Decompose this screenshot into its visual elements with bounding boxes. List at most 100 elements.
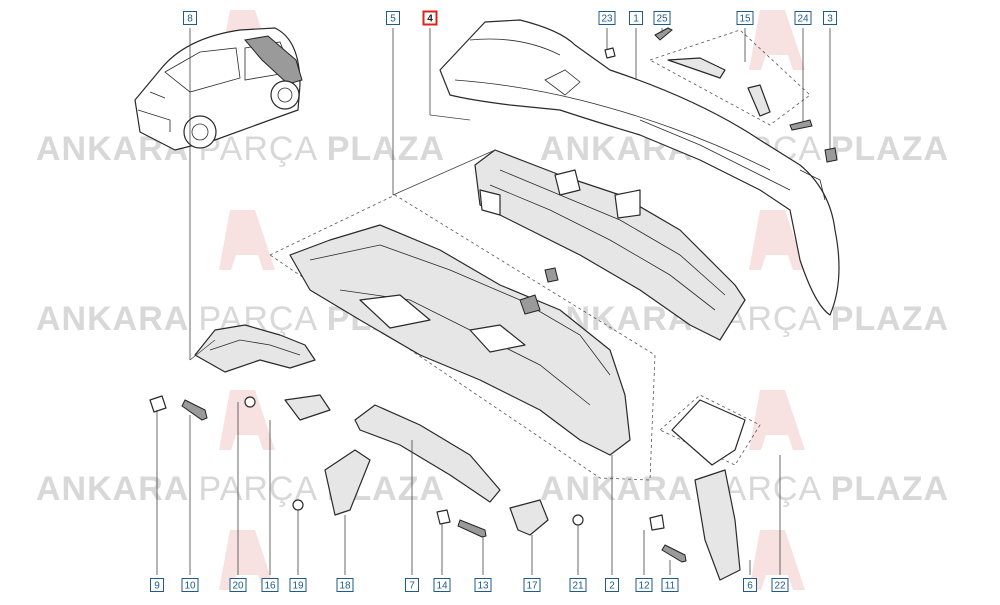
callout-23: 23 bbox=[598, 11, 616, 25]
rear-bumper-upper bbox=[439, 19, 840, 316]
callout-number: 24 bbox=[797, 14, 809, 25]
callout-number: 19 bbox=[292, 581, 304, 592]
callout-box bbox=[336, 578, 354, 592]
rear-diffuser bbox=[289, 224, 631, 456]
callout-number: 9 bbox=[154, 581, 160, 592]
callout-24: 24 bbox=[794, 11, 812, 25]
vehicle-illustration bbox=[134, 27, 303, 151]
callout-box bbox=[474, 578, 492, 592]
callout-box bbox=[653, 11, 671, 25]
callout-box bbox=[736, 11, 754, 25]
watermark-text: ANKARA PARÇA PLAZA bbox=[540, 470, 949, 508]
impact-bracket bbox=[474, 149, 746, 341]
callout-number: 15 bbox=[739, 14, 751, 25]
callout-number: 10 bbox=[184, 581, 196, 592]
callout-20: 20 bbox=[229, 578, 247, 592]
callout-box bbox=[794, 11, 812, 25]
callout-8: 8 bbox=[183, 11, 197, 25]
callout-6: 6 bbox=[743, 578, 757, 592]
callout-16: 16 bbox=[261, 578, 279, 592]
callout-13: 13 bbox=[474, 578, 492, 592]
nut-part-19 bbox=[292, 499, 304, 511]
callout-box bbox=[261, 578, 279, 592]
callout-number: 12 bbox=[638, 581, 650, 592]
callout-box bbox=[629, 11, 643, 25]
callout-number: 2 bbox=[609, 581, 615, 592]
clip-part-14 bbox=[436, 509, 451, 525]
callout-25: 25 bbox=[653, 11, 671, 25]
bracket-part-17 bbox=[509, 499, 549, 536]
trim-part-15 bbox=[667, 57, 726, 79]
callout-2: 2 bbox=[605, 578, 619, 592]
callout-7: 7 bbox=[405, 578, 419, 592]
callout-box bbox=[523, 578, 541, 592]
bracket-part-16 bbox=[284, 394, 331, 421]
callout-number: 23 bbox=[601, 14, 613, 25]
callout-number: 5 bbox=[390, 14, 396, 25]
side-bracket-left bbox=[194, 324, 316, 373]
bracket-part-18 bbox=[324, 449, 371, 516]
callout-number: 13 bbox=[477, 581, 489, 592]
leader-lines bbox=[156, 28, 831, 575]
callout-box bbox=[405, 578, 419, 592]
watermark-text: ANKARA PARÇA PLAZA bbox=[540, 300, 949, 338]
callout-1: 1 bbox=[629, 11, 643, 25]
callout-21: 21 bbox=[569, 578, 587, 592]
screw-part-10 bbox=[181, 399, 208, 421]
callout-number: 1 bbox=[633, 14, 639, 25]
callout-14: 14 bbox=[433, 578, 451, 592]
screw-part-13 bbox=[457, 519, 487, 538]
callout-box bbox=[183, 11, 197, 25]
fasteners bbox=[149, 27, 838, 581]
callout-layer: 8 5 4 23 1 25 15 24 3 9 10 20 16 19 18 7 14 13 17 21 2 12 11 6 2… bbox=[150, 10, 837, 592]
callout-box bbox=[743, 578, 757, 592]
callout-11: 11 bbox=[661, 578, 679, 592]
screw-part-25 bbox=[654, 27, 673, 41]
callout-box bbox=[433, 578, 451, 592]
callout-number: 7 bbox=[409, 581, 415, 592]
watermark-text: ANKARA PARÇA PLAZA bbox=[36, 470, 445, 508]
callout-number: 21 bbox=[572, 581, 584, 592]
washer-part-20 bbox=[244, 396, 256, 408]
callout-box bbox=[181, 578, 199, 592]
screw-part-11 bbox=[661, 544, 687, 563]
callout-box bbox=[771, 578, 789, 592]
screw-part-24 bbox=[789, 119, 813, 131]
trim-part-15b bbox=[747, 84, 771, 117]
callout-9: 9 bbox=[150, 578, 164, 592]
callout-box bbox=[289, 578, 307, 592]
callout-number: 17 bbox=[526, 581, 538, 592]
clip-part-3 bbox=[824, 147, 838, 163]
callout-number: 25 bbox=[656, 14, 668, 25]
callout-18: 18 bbox=[336, 578, 354, 592]
callout-number: 20 bbox=[232, 581, 244, 592]
callout-box bbox=[635, 578, 653, 592]
clip-part-12 bbox=[649, 514, 665, 531]
side-bracket-part-6 bbox=[694, 469, 741, 581]
watermark-text: ANKARA PARÇA PLAZA bbox=[36, 130, 445, 168]
callout-box bbox=[229, 578, 247, 592]
clip-part-23 bbox=[604, 47, 616, 59]
callout-box bbox=[823, 11, 837, 25]
callout-number: 8 bbox=[187, 14, 193, 25]
callout-4: 4 bbox=[422, 10, 438, 26]
callout-15: 15 bbox=[736, 11, 754, 25]
callout-box bbox=[569, 578, 587, 592]
callout-number: 16 bbox=[264, 581, 276, 592]
callout-22: 22 bbox=[771, 578, 789, 592]
callout-box bbox=[598, 11, 616, 25]
callout-box bbox=[150, 578, 164, 592]
callout-10: 10 bbox=[181, 578, 199, 592]
callout-number: 22 bbox=[774, 581, 786, 592]
callout-box bbox=[661, 578, 679, 592]
callout-19: 19 bbox=[289, 578, 307, 592]
guide-part-7 bbox=[354, 404, 501, 503]
callout-3: 3 bbox=[823, 11, 837, 25]
callout-17: 17 bbox=[523, 578, 541, 592]
callout-box bbox=[386, 11, 400, 25]
washer-part-21 bbox=[572, 514, 584, 526]
callout-box bbox=[422, 10, 438, 26]
callout-number: 3 bbox=[827, 14, 833, 25]
callout-box bbox=[605, 578, 619, 592]
